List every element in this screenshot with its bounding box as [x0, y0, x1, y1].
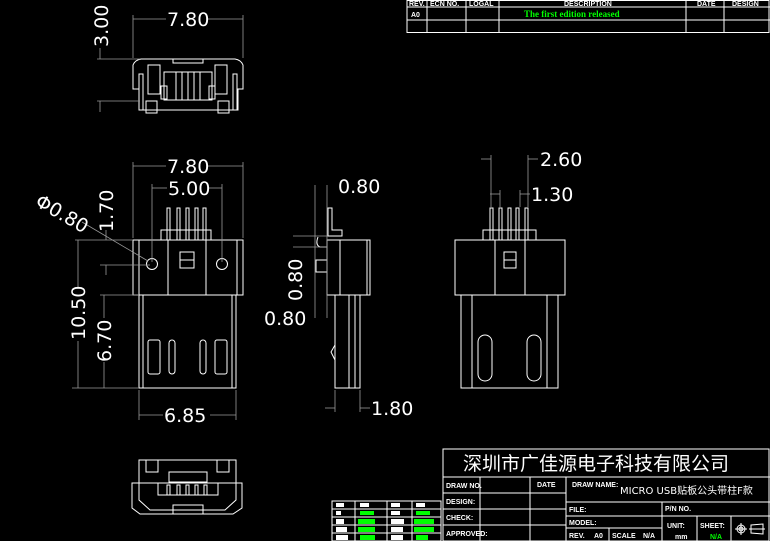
dim-side-thickness: 1.80 — [371, 398, 413, 420]
date-label: DATE — [537, 482, 556, 489]
dim-side-tab: 0.80 — [285, 259, 307, 301]
tolerance-table — [331, 500, 442, 541]
draw-name-label: DRAW NAME: — [572, 482, 618, 489]
sheet-value: N/A — [710, 534, 722, 541]
date-header: DATE — [697, 1, 716, 8]
bottom-view — [131, 459, 243, 515]
ecn-header: ECN NO. — [430, 1, 459, 8]
front-view: 7.80 5.00 Φ0.80 1.70 10.50 6.70 6.85 — [32, 156, 244, 427]
dim-top-width: 7.80 — [167, 9, 209, 31]
dim-plug-width: 6.85 — [164, 405, 206, 427]
scale-value: N/A — [643, 533, 655, 540]
draw-no-label: DRAW NO. — [446, 483, 482, 490]
scale-label: SCALE — [612, 533, 636, 540]
dim-hole-diameter: Φ0.80 — [32, 190, 93, 238]
dim-top-height: 3.00 — [91, 5, 113, 47]
description-value: The first edition released — [524, 9, 620, 19]
top-view: 7.80 3.00 — [91, 5, 244, 114]
dim-hole-offset: 1.70 — [96, 190, 118, 232]
dim-pin-span: 2.60 — [540, 149, 582, 171]
pn-label: P/N NO. — [665, 506, 691, 513]
rev-label: REV. — [569, 533, 585, 540]
description-header: DESCRIPTION — [564, 1, 612, 8]
dim-side-gap: 0.80 — [264, 308, 306, 330]
rear-view: 2.60 1.30 — [454, 149, 582, 389]
unit-value: mm — [675, 534, 687, 541]
design-header: DESIGN — [732, 1, 759, 8]
company-name: 深圳市广佳源电子科技有限公司 — [463, 453, 729, 475]
dim-total-length: 10.50 — [68, 286, 90, 340]
revision-table: REV. ECN NO. LOGAL DESCRIPTION DATE DESI… — [406, 0, 770, 33]
model-label: MODEL: — [569, 520, 597, 527]
design-label: DESIGN: — [446, 499, 475, 506]
unit-label: UNIT: — [667, 523, 685, 530]
title-block: 深圳市广佳源电子科技有限公司 DRAW NO. DESIGN: CHECK: A… — [442, 448, 770, 541]
rev-value: A0 — [594, 533, 603, 540]
rev-header: REV. — [409, 1, 425, 8]
projection-symbol-icon — [735, 523, 765, 535]
check-label: CHECK: — [446, 515, 473, 522]
rev-value: A0 — [411, 12, 420, 19]
draw-name: MICRO USB贴板公头带柱F款 — [620, 484, 753, 497]
sheet-label: SHEET: — [700, 523, 725, 530]
dim-hole-pitch: 5.00 — [168, 178, 210, 200]
side-view: 0.80 0.80 0.80 1.80 — [264, 176, 413, 420]
dim-side-pin-offset: 0.80 — [338, 176, 380, 198]
file-label: FILE: — [569, 507, 587, 514]
dim-front-width: 7.80 — [167, 156, 209, 178]
dim-plug-length: 6.70 — [94, 320, 116, 362]
logal-header: LOGAL — [469, 1, 494, 8]
approved-label: APPROVED: — [446, 531, 488, 538]
dim-pin-pitch: 1.30 — [531, 184, 573, 206]
